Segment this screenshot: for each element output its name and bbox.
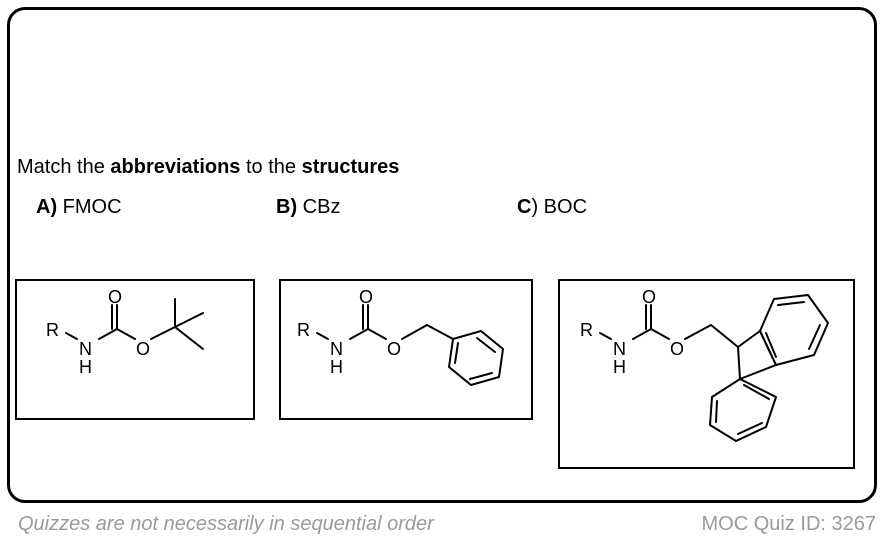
atom-h: H	[613, 357, 626, 377]
quiz-card	[7, 7, 877, 503]
prompt-text-middle: to the	[240, 156, 302, 178]
atom-h: H	[330, 357, 343, 377]
structure-2-drawing: R N H O O	[297, 287, 504, 386]
prompt-bold-abbreviations: abbreviations	[110, 156, 241, 178]
atom-n: N	[613, 339, 626, 359]
option-c-letter: C	[517, 196, 532, 218]
atom-o-ester: O	[387, 339, 401, 359]
structure-box-2[interactable]: R N H O O	[279, 279, 533, 420]
option-b-label: CBz	[297, 196, 341, 218]
prompt-bold-structures: structures	[301, 156, 400, 178]
option-a[interactable]: A) FMOC	[36, 196, 122, 219]
atom-r: R	[297, 320, 310, 340]
option-a-letter: A)	[36, 196, 58, 218]
structure-3-drawing: R N H O O	[580, 287, 829, 442]
footer-note: Quizzes are not necessarily in sequentia…	[18, 513, 434, 535]
atom-o-carbonyl: O	[359, 287, 373, 307]
question-prompt: Match the abbreviations to the structure…	[17, 156, 399, 179]
option-b-letter: B)	[276, 196, 298, 218]
structure-1-drawing: R N H O O	[46, 287, 204, 377]
atom-o-carbonyl: O	[108, 287, 122, 307]
atom-n: N	[79, 339, 92, 359]
prompt-text: Match the	[17, 156, 111, 178]
atom-r: R	[46, 320, 59, 340]
option-c[interactable]: C) BOC	[517, 196, 587, 219]
atom-o-ester: O	[136, 339, 150, 359]
quiz-id: MOC Quiz ID: 3267	[701, 513, 876, 535]
atom-o-carbonyl: O	[642, 287, 656, 307]
structure-box-1[interactable]: R N H O O	[15, 279, 255, 420]
option-a-label: FMOC	[57, 196, 122, 218]
atom-r: R	[580, 320, 593, 340]
option-b[interactable]: B) CBz	[276, 196, 340, 219]
atom-n: N	[330, 339, 343, 359]
atom-h: H	[79, 357, 92, 377]
structure-box-3[interactable]: R N H O O	[558, 279, 855, 469]
atom-o-ester: O	[670, 339, 684, 359]
option-c-label: ) BOC	[531, 196, 588, 218]
